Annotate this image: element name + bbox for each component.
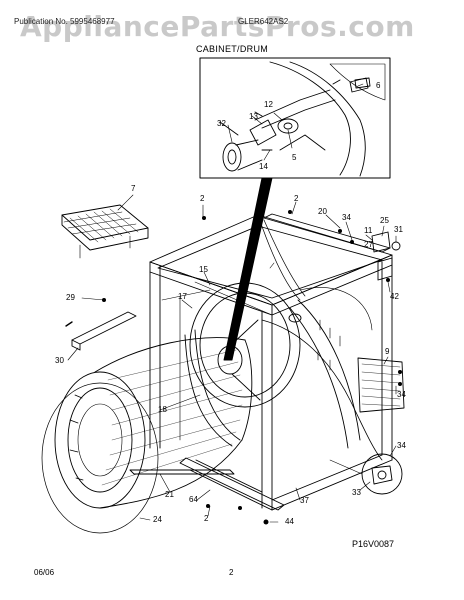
page-number: 2 bbox=[229, 568, 234, 577]
thermostat-detail bbox=[329, 453, 403, 495]
footer-date: 06/06 bbox=[34, 568, 55, 577]
callout-2: 2 bbox=[204, 514, 209, 523]
callout-30: 30 bbox=[55, 356, 64, 365]
model-number: GLER642AS2 bbox=[238, 17, 289, 26]
detail-pointer bbox=[223, 177, 273, 361]
seal-ring bbox=[41, 382, 159, 534]
callout-14: 14 bbox=[259, 162, 268, 171]
inner-drum-back bbox=[184, 282, 301, 447]
leader-lines bbox=[67, 83, 397, 523]
dry-rack bbox=[61, 204, 149, 259]
callout-7: 7 bbox=[131, 184, 136, 193]
drum-belt bbox=[261, 319, 383, 461]
callout-34: 34 bbox=[397, 441, 406, 450]
callout-37: 37 bbox=[300, 496, 309, 505]
callout-6: 6 bbox=[376, 81, 381, 90]
diagram-code: P16V0087 bbox=[352, 539, 395, 549]
callout-17: 17 bbox=[178, 292, 187, 301]
callout-5: 5 bbox=[292, 153, 297, 162]
callout-11: 11 bbox=[364, 226, 373, 235]
callout-21: 21 bbox=[165, 490, 174, 499]
callout-32: 32 bbox=[217, 119, 226, 128]
callout-27: 27 bbox=[364, 240, 373, 249]
drum bbox=[54, 337, 253, 509]
callout-15: 15 bbox=[199, 265, 208, 274]
callout-2: 2 bbox=[200, 194, 205, 203]
callout-44: 44 bbox=[285, 517, 294, 526]
callout-42: 42 bbox=[390, 292, 399, 301]
callout-34: 34 bbox=[397, 390, 406, 399]
cabinet-frame bbox=[149, 214, 393, 511]
callout-2: 2 bbox=[294, 194, 299, 203]
drum-rail bbox=[129, 469, 235, 475]
watermark: AppliancePartsPros.com bbox=[20, 10, 415, 43]
section-title: CABINET/DRUM bbox=[195, 44, 269, 54]
callout-18: 18 bbox=[158, 405, 167, 414]
callout-9: 9 bbox=[385, 347, 390, 356]
callout-13: 13 bbox=[249, 112, 258, 121]
callout-20: 20 bbox=[318, 207, 327, 216]
callout-31: 31 bbox=[394, 225, 403, 234]
exhaust-duct bbox=[357, 357, 405, 413]
publication-number: Publication No. 5995468977 bbox=[14, 17, 115, 26]
callout-29: 29 bbox=[66, 293, 75, 302]
callout-24: 24 bbox=[153, 515, 162, 524]
toe-panel bbox=[71, 311, 137, 345]
callout-33: 33 bbox=[352, 488, 361, 497]
callout-12: 12 bbox=[264, 100, 273, 109]
screws bbox=[102, 210, 402, 525]
callout-64: 64 bbox=[189, 495, 198, 504]
callout-34: 34 bbox=[342, 213, 351, 222]
inset-detail bbox=[199, 57, 391, 179]
callout-25: 25 bbox=[380, 216, 389, 225]
